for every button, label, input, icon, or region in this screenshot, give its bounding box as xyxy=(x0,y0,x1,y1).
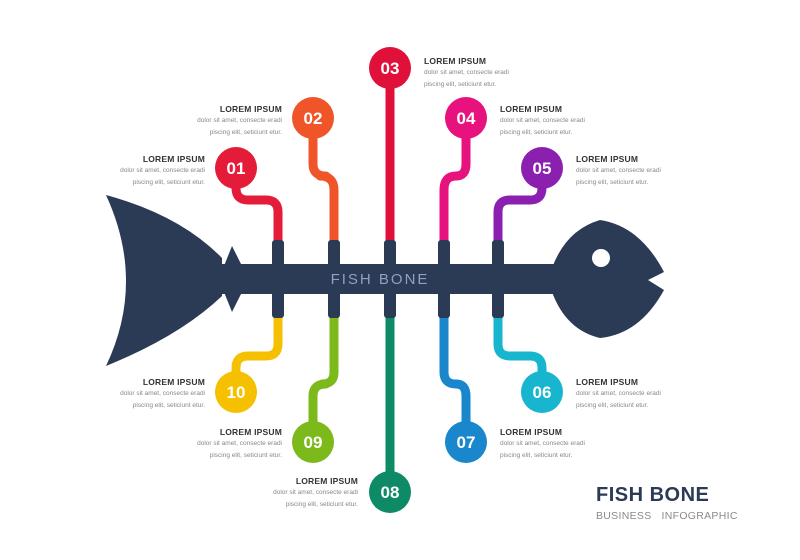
label-08: LOREM IPSUM dolor sit amet, consecte era… xyxy=(208,476,358,509)
label-08-desc-line1: dolor sit amet, consecte eradi xyxy=(273,489,358,496)
bone-02 xyxy=(308,113,339,251)
label-06: LOREM IPSUM dolor sit amet, consecte era… xyxy=(576,377,726,410)
rib-bottom-2 xyxy=(328,290,340,318)
label-05: LOREM IPSUM dolor sit amet, consecte era… xyxy=(576,154,726,187)
bone-05 xyxy=(493,163,547,251)
bone-01 xyxy=(231,163,283,251)
bone-06 xyxy=(493,303,547,397)
label-04: LOREM IPSUM dolor sit amet, consecte era… xyxy=(500,104,650,137)
label-05-title: LOREM IPSUM xyxy=(576,154,639,164)
label-04-desc-line1: dolor sit amet, consecte eradi xyxy=(500,117,585,124)
center-label: FISH BONE xyxy=(331,271,430,288)
brand-subtitle-a: BUSINESS xyxy=(596,510,652,522)
label-01-title: LOREM IPSUM xyxy=(142,154,205,164)
node-03 xyxy=(369,47,411,89)
bone-07 xyxy=(439,303,471,447)
label-10: LOREM IPSUM dolor sit amet, consecte era… xyxy=(55,377,205,410)
node-04-number: 04 xyxy=(457,109,476,128)
rib-top-2 xyxy=(328,240,340,268)
label-07-desc-line1: dolor sit amet, consecte eradi xyxy=(500,440,585,447)
label-05-desc-line2: piscing elit, seticiunt etur. xyxy=(576,178,649,186)
label-07-title: LOREM IPSUM xyxy=(500,427,563,437)
label-04-title: LOREM IPSUM xyxy=(500,104,563,114)
node-07-number: 07 xyxy=(457,433,476,452)
bone-09 xyxy=(308,303,339,447)
node-03-number: 03 xyxy=(381,59,400,78)
label-03-desc-line2: piscing elit, seticiunt etur. xyxy=(424,80,497,88)
fish-head xyxy=(552,220,664,338)
brand-subtitle: BUSINESS INFOGRAPHIC xyxy=(596,510,796,522)
node-06 xyxy=(521,371,563,413)
label-01-desc-line2: piscing elit, seticiunt etur. xyxy=(132,178,205,186)
node-02 xyxy=(292,97,334,139)
label-09-desc-line2: piscing elit, seticiunt etur. xyxy=(209,451,282,459)
label-10-desc-line2: piscing elit, seticiunt etur. xyxy=(132,401,205,409)
label-06-desc-line2: piscing elit, seticiunt etur. xyxy=(576,401,649,409)
brand-title: FISH BONE xyxy=(596,484,710,506)
label-02-title: LOREM IPSUM xyxy=(219,104,282,114)
label-07: LOREM IPSUM dolor sit amet, consecte era… xyxy=(500,427,650,460)
node-02-number: 02 xyxy=(304,109,323,128)
node-09 xyxy=(292,421,334,463)
label-08-desc-line2: piscing elit, seticiunt etur. xyxy=(285,500,358,508)
rib-bottom-4 xyxy=(438,290,450,318)
rib-top-1 xyxy=(272,240,284,268)
brand-subtitle-b: INFOGRAPHIC xyxy=(661,510,738,522)
node-10-number: 10 xyxy=(227,383,246,402)
label-03: LOREM IPSUM dolor sit amet, consecte era… xyxy=(424,56,574,89)
label-03-desc-line1: dolor sit amet, consecte eradi xyxy=(424,69,509,76)
label-09-desc-line1: dolor sit amet, consecte eradi xyxy=(197,440,282,447)
label-05-desc-line1: dolor sit amet, consecte eradi xyxy=(576,167,661,174)
bone-04 xyxy=(439,113,471,251)
label-09-title: LOREM IPSUM xyxy=(219,427,282,437)
bone-10 xyxy=(231,303,283,397)
label-02: LOREM IPSUM dolor sit amet, consecte era… xyxy=(132,104,282,137)
fish-fin-bottom xyxy=(224,292,242,312)
label-06-desc-line1: dolor sit amet, consecte eradi xyxy=(576,390,661,397)
rib-bottom-5 xyxy=(492,290,504,318)
node-08-number: 08 xyxy=(381,483,400,502)
node-05 xyxy=(521,147,563,189)
fish-tail xyxy=(106,195,222,366)
rib-top-3 xyxy=(384,240,396,268)
label-01: LOREM IPSUM dolor sit amet, consecte era… xyxy=(55,154,205,187)
node-01 xyxy=(215,147,257,189)
label-04-desc-line2: piscing elit, seticiunt etur. xyxy=(500,128,573,136)
node-07 xyxy=(445,421,487,463)
brand-block: FISH BONE BUSINESS INFOGRAPHIC xyxy=(596,484,796,522)
label-09: LOREM IPSUM dolor sit amet, consecte era… xyxy=(132,427,282,460)
rib-bottom-1 xyxy=(272,290,284,318)
fish-spine xyxy=(212,264,582,294)
label-08-title: LOREM IPSUM xyxy=(295,476,358,486)
rib-top-4 xyxy=(438,240,450,268)
fish-skeleton xyxy=(106,195,664,366)
node-06-number: 06 xyxy=(533,383,552,402)
fish-eye xyxy=(592,249,610,267)
rib-top-5 xyxy=(492,240,504,268)
label-03-title: LOREM IPSUM xyxy=(424,56,487,66)
fish-fin-top xyxy=(224,246,242,266)
node-08 xyxy=(369,471,411,513)
node-09-number: 09 xyxy=(304,433,323,452)
label-10-desc-line1: dolor sit amet, consecte eradi xyxy=(120,390,205,397)
node-01-number: 01 xyxy=(227,159,246,178)
rib-bottom-3 xyxy=(384,290,396,318)
label-02-desc-line1: dolor sit amet, consecte eradi xyxy=(197,117,282,124)
node-10 xyxy=(215,371,257,413)
label-07-desc-line2: piscing elit, seticiunt etur. xyxy=(500,451,573,459)
label-06-title: LOREM IPSUM xyxy=(576,377,639,387)
node-04 xyxy=(445,97,487,139)
label-01-desc-line1: dolor sit amet, consecte eradi xyxy=(120,167,205,174)
node-05-number: 05 xyxy=(533,159,552,178)
label-02-desc-line2: piscing elit, seticiunt etur. xyxy=(209,128,282,136)
label-10-title: LOREM IPSUM xyxy=(142,377,205,387)
